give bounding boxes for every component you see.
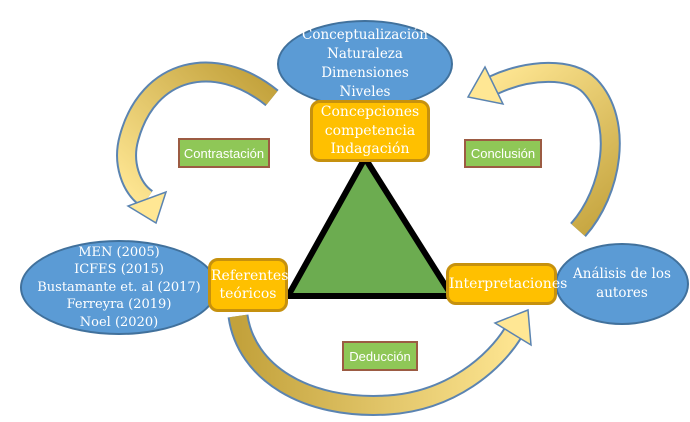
ellipse-conceptualizacion: Conceptualización Naturaleza Dimensiones… <box>277 20 453 108</box>
ellipse-line: ICFES (2015) <box>74 262 164 278</box>
curved-arrow-right-icon <box>466 61 621 237</box>
label-deduccion: Deducción <box>342 341 418 371</box>
ellipse-line: Análisis de los <box>573 266 671 282</box>
ellipse-line: Naturaleza <box>327 46 403 62</box>
box-line: Referentes <box>211 268 289 284</box>
box-line: teóricos <box>219 286 277 302</box>
ellipse-referencias: MEN (2005) ICFES (2015) Bustamante et. a… <box>20 240 218 335</box>
label-text: Conclusión <box>470 146 536 161</box>
ellipse-line: Conceptualización <box>301 27 428 43</box>
curved-arrow-left-icon <box>116 61 279 225</box>
box-line: competencia <box>324 122 416 139</box>
box-line: Indagación <box>330 141 410 158</box>
ellipse-line: Niveles <box>339 84 391 100</box>
ellipse-line: Ferreyra (2019) <box>66 297 172 313</box>
label-text: Deducción <box>349 348 411 364</box>
box-concepciones: Concepciones competencia Indagación <box>310 100 430 162</box>
triangle-icon <box>282 152 458 299</box>
ellipse-analisis-autores: Análisis de los autores <box>555 243 689 325</box>
box-line: Interpretaciones <box>449 276 568 292</box>
ellipse-line: autores <box>596 285 648 301</box>
label-conclusion: Conclusión <box>464 139 542 168</box>
ellipse-line: Dimensiones <box>321 65 409 81</box>
box-interpretaciones: Interpretaciones <box>446 263 568 305</box>
curved-arrow-bottom-icon <box>227 308 532 416</box>
label-contrastacion: Contrastación <box>178 138 270 168</box>
ellipse-line: Noel (2020) <box>79 314 159 330</box>
box-referentes-teoricos: Referentes teóricos <box>208 258 288 312</box>
ellipse-line: Bustamante et. al (2017) <box>37 279 201 295</box>
ellipse-line: MEN (2005) <box>78 244 160 260</box>
label-text: Contrastación <box>183 145 265 161</box>
box-line: Concepciones <box>320 104 420 121</box>
